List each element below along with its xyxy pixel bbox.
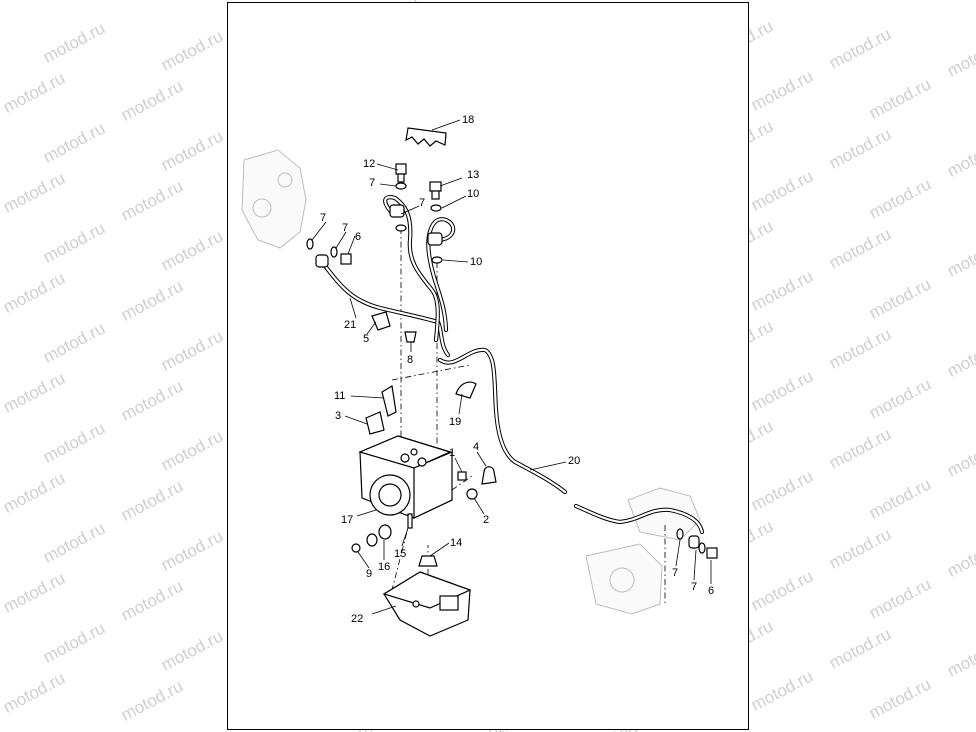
part-17-abs-module <box>358 435 453 519</box>
brake-line-rear <box>573 503 705 535</box>
callout-label: 7 <box>691 581 697 593</box>
callout-label: 2 <box>483 514 489 526</box>
part-18-clip <box>405 127 447 147</box>
callout-label: 19 <box>449 416 461 428</box>
part-11-bracket <box>381 385 397 417</box>
callout-label: 15 <box>394 548 406 560</box>
callout-label: 11 <box>334 390 345 402</box>
part-1-screw <box>457 471 467 481</box>
callout-label: 7 <box>342 222 348 234</box>
brake-line-upper-loops <box>383 195 456 343</box>
ghost-front-caliper <box>241 149 307 249</box>
callout-label: 13 <box>467 169 479 181</box>
callout-label: 7 <box>369 177 375 189</box>
upper-washers <box>395 182 443 264</box>
rear-caliper-fasteners <box>676 528 718 559</box>
part-5-clip <box>371 311 391 331</box>
callout-label: 7 <box>672 567 678 579</box>
part-9-nut <box>351 543 361 553</box>
part-4-clamp <box>481 466 497 485</box>
brake-line-20 <box>437 347 568 495</box>
callout-label: 14 <box>450 537 462 549</box>
part-2-nut <box>466 488 478 500</box>
callout-labels: 18 12 13 7 7 10 7 7 6 10 21 5 8 11 3 19 … <box>320 114 714 625</box>
part-15-stud <box>407 513 413 529</box>
callout-label: 22 <box>351 613 363 625</box>
callout-label: 5 <box>363 333 369 345</box>
callout-label: 6 <box>355 231 361 243</box>
part-12-bolt <box>395 163 407 183</box>
callout-label: 9 <box>366 568 372 580</box>
leader-lines <box>311 119 712 615</box>
part-22-mount-bracket <box>382 571 472 637</box>
part-19-clip <box>455 381 477 399</box>
callout-label: 6 <box>708 585 714 597</box>
part-8-grommet <box>404 331 417 343</box>
part-16-grommet <box>366 524 392 547</box>
part-3-bracket <box>365 411 385 435</box>
part-14-isolator <box>418 555 438 567</box>
callout-label: 7 <box>419 197 425 209</box>
callout-label: 17 <box>341 514 353 526</box>
brake-line-21 <box>319 259 451 358</box>
callout-label: 18 <box>462 114 474 126</box>
callout-label: 10 <box>467 188 479 200</box>
callout-label: 16 <box>378 561 390 573</box>
callout-label: 21 <box>344 319 356 331</box>
callout-label: 10 <box>470 256 482 268</box>
part-13-bolt <box>429 181 442 200</box>
callout-label: 4 <box>473 441 479 453</box>
callout-label: 3 <box>335 410 341 422</box>
banjo-fittings <box>315 204 443 268</box>
callout-label: 12 <box>363 158 375 170</box>
callout-label: 1 <box>449 447 455 459</box>
callout-label: 8 <box>407 354 413 366</box>
callout-label: 20 <box>568 455 580 467</box>
ghost-rear-caliper <box>585 487 701 615</box>
left-caliper-fasteners <box>306 238 352 265</box>
callout-label: 7 <box>320 212 326 224</box>
diagram-frame <box>227 2 749 730</box>
